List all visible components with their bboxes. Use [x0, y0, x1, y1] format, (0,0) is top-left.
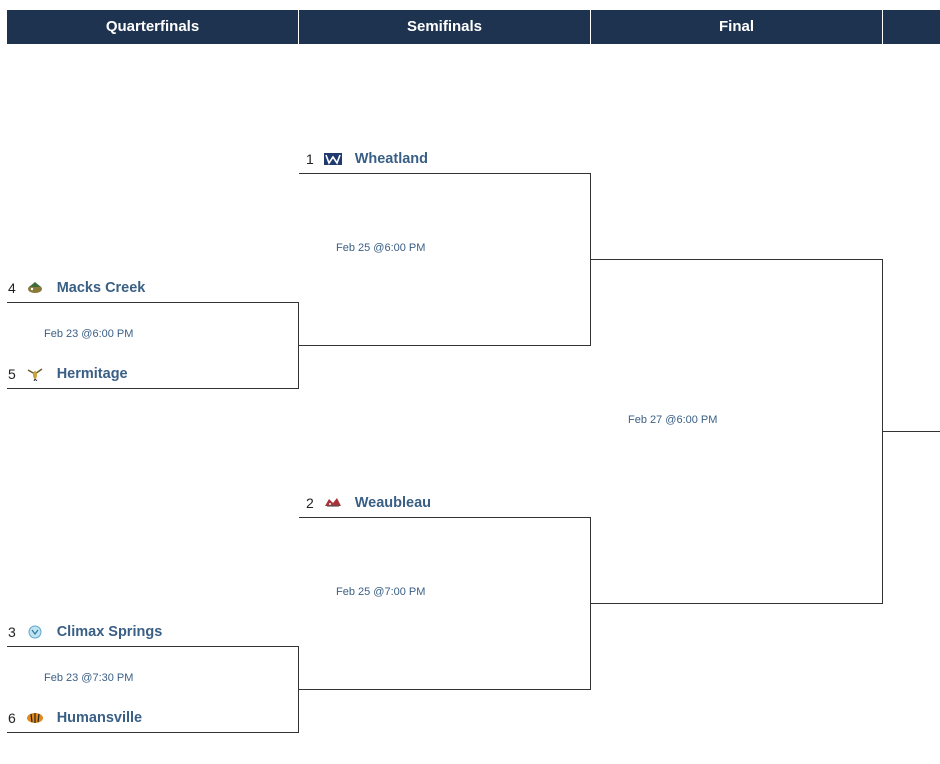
bracket-line — [7, 732, 299, 733]
game-date: Feb 25 @6:00 PM — [336, 242, 426, 254]
round-header-semifinals: Semifinals — [406, 18, 483, 35]
game-date: Feb 23 @6:00 PM — [44, 328, 134, 340]
team-name: Humansville — [56, 710, 143, 726]
game-date: Feb 27 @6:00 PM — [628, 414, 718, 426]
bracket-connector — [590, 173, 591, 346]
bracket-line — [299, 345, 591, 346]
hermitage-hornet-logo-icon — [27, 368, 43, 381]
round-header-bar: Quarterfinals Semifinals Final — [7, 10, 940, 44]
macks-creek-logo-icon — [28, 282, 43, 293]
round-header-final: Final — [718, 18, 754, 35]
weaubleau-logo-icon — [325, 498, 342, 507]
bracket-line — [7, 302, 299, 303]
game-date: Feb 23 @7:30 PM — [44, 672, 134, 684]
bracket-line — [7, 388, 299, 389]
bracket-line — [299, 689, 591, 690]
qf1-bottom-team[interactable]: 5 Hermitage — [8, 363, 128, 385]
team-seed: 6 — [8, 710, 16, 726]
bracket-connector — [590, 517, 591, 690]
bracket-line — [591, 259, 883, 260]
team-name: Wheatland — [354, 151, 429, 167]
wheatland-logo-icon — [324, 153, 343, 165]
bracket-connector — [298, 646, 299, 733]
humansville-tiger-logo-icon — [27, 713, 44, 723]
header-divider — [882, 10, 883, 44]
sf2-top-team[interactable]: 2 Weaubleau — [306, 492, 431, 514]
sf1-top-team[interactable]: 1 Wheatland — [306, 148, 428, 170]
bracket-line — [7, 646, 299, 647]
qf2-top-team[interactable]: 3 Climax Springs — [8, 621, 162, 643]
bracket-connector — [298, 302, 299, 389]
header-divider — [298, 10, 299, 44]
team-seed: 4 — [8, 280, 16, 296]
team-name: Climax Springs — [56, 624, 163, 640]
champion-line — [883, 431, 940, 432]
team-seed: 1 — [306, 151, 314, 167]
team-seed: 2 — [306, 495, 314, 511]
round-header-champion — [883, 10, 940, 44]
bracket-line — [299, 517, 591, 518]
team-seed: 5 — [8, 366, 16, 382]
team-name: Hermitage — [56, 366, 128, 382]
bracket-connector — [882, 259, 883, 604]
game-date: Feb 25 @7:00 PM — [336, 586, 426, 598]
team-seed: 3 — [8, 624, 16, 640]
team-name: Macks Creek — [56, 280, 146, 296]
bracket-line — [591, 603, 883, 604]
team-name: Weaubleau — [354, 495, 431, 511]
bracket-line — [299, 173, 591, 174]
round-header-quarterfinals: Quarterfinals — [105, 18, 200, 35]
climax-springs-logo-icon — [28, 625, 42, 639]
header-divider — [590, 10, 591, 44]
qf1-top-team[interactable]: 4 Macks Creek — [8, 277, 145, 299]
qf2-bottom-team[interactable]: 6 Humansville — [8, 707, 142, 729]
